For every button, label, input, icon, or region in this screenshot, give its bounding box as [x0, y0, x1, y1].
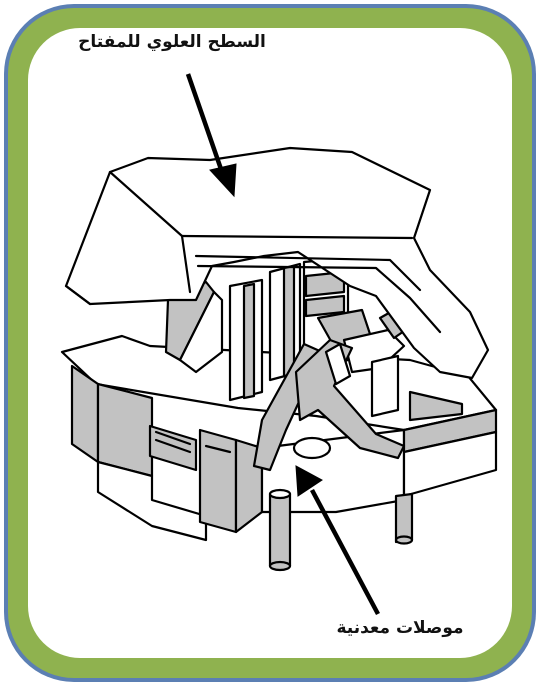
label-metal-contacts: موصلات معدنية — [300, 618, 500, 638]
label-key-top-surface: السطح العلوي للمفتاح — [62, 32, 282, 52]
